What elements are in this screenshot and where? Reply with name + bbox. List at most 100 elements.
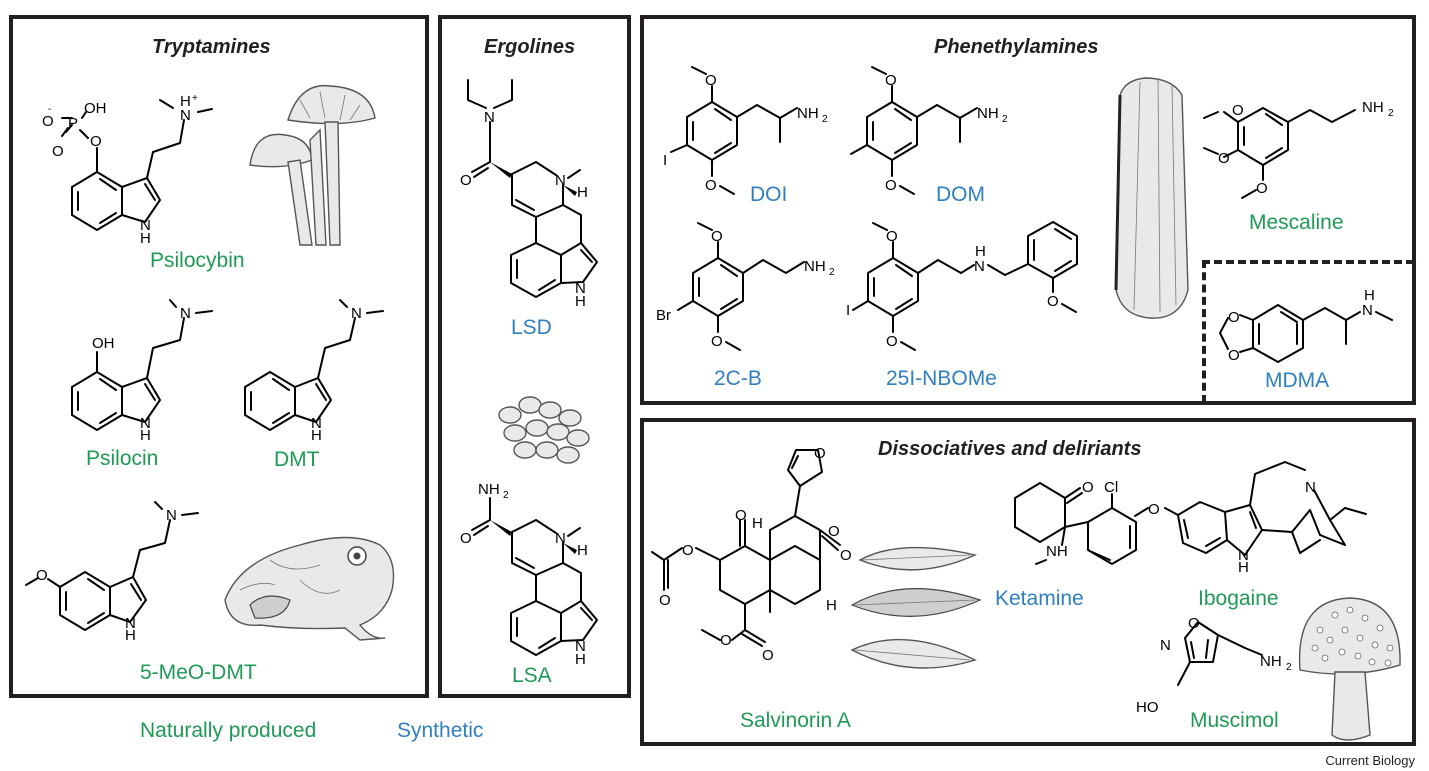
tryptamines-title: Tryptamines <box>152 36 271 58</box>
atom-o: O <box>90 133 102 150</box>
atom-o: O <box>682 542 694 559</box>
svg-text:2: 2 <box>1002 114 1008 125</box>
label-25i-nbome: 25I-NBOMe <box>886 367 997 390</box>
atom-o: O <box>762 647 774 664</box>
atom-br: Br <box>656 307 671 324</box>
label-psilocin: Psilocin <box>86 447 159 470</box>
atom-o: O <box>735 507 747 524</box>
structure-psilocybin: O P O - OH O N H + N H <box>42 93 213 247</box>
seeds-illustration <box>498 396 590 464</box>
atom-o: O <box>840 547 852 564</box>
atom-n: N <box>140 217 151 234</box>
structure-dmt: N N H <box>244 299 384 444</box>
structure-salvinorin-a: O O O O O O O O H H <box>651 445 852 664</box>
atom-o: O <box>1256 180 1268 197</box>
atom-o: O <box>705 177 717 194</box>
atom-o: O <box>1218 150 1230 167</box>
structure-lsd: N O N H N H <box>460 79 598 310</box>
atom-h: H <box>575 293 586 310</box>
atom-n: N <box>351 305 362 322</box>
label-lsa: LSA <box>512 664 552 687</box>
atom-n: N <box>166 507 177 524</box>
atom-n: N <box>974 258 985 275</box>
label-dmt: DMT <box>274 448 320 471</box>
atom-o: O <box>1228 347 1240 364</box>
legend-naturally-produced: Naturally produced <box>140 719 317 742</box>
label-2c-b: 2C-B <box>714 367 762 390</box>
structure-psilocin: OH N N H <box>71 299 213 444</box>
leaves-illustration <box>850 546 982 669</box>
phenethylamines-title: Phenethylamines <box>934 36 1099 58</box>
ergolines-title: Ergolines <box>484 36 576 58</box>
atom-h: H <box>140 230 151 247</box>
toad-illustration <box>224 536 395 641</box>
structure-dom: O O NH 2 <box>850 66 1008 195</box>
atom-n: N <box>140 415 151 432</box>
atom-o: O <box>814 445 826 462</box>
atom-o: O <box>711 228 723 245</box>
structure-ketamine: O Cl NH <box>1014 479 1137 565</box>
atom-h: H <box>826 597 837 614</box>
atom-o: O <box>36 567 48 584</box>
panel-dissociatives <box>640 418 1416 746</box>
atom-o: O <box>711 333 723 350</box>
label-5-meo-dmt: 5-MeO-DMT <box>140 661 257 684</box>
atom-o: O <box>659 592 671 609</box>
dissociatives-title: Dissociatives and deliriants <box>878 438 1142 460</box>
label-doi: DOI <box>750 183 788 206</box>
atom-h: H <box>577 542 588 559</box>
atom-o: O <box>720 632 732 649</box>
label-lsd: LSD <box>511 316 552 339</box>
atom-o: O <box>1188 615 1200 632</box>
label-dom: DOM <box>936 183 985 206</box>
atom-oh: OH <box>92 335 115 352</box>
atom-o: O <box>1082 479 1094 496</box>
atom-oh: OH <box>84 100 107 117</box>
atom-h: H <box>180 93 191 110</box>
label-ketamine: Ketamine <box>995 587 1084 610</box>
atom-nh2: NH <box>478 481 500 498</box>
atom-h: H <box>140 427 151 444</box>
panel-tryptamines <box>9 15 429 698</box>
atom-n: N <box>311 415 322 432</box>
structure-lsa: NH 2 O N H N H <box>460 481 598 668</box>
legend-synthetic: Synthetic <box>397 719 484 742</box>
atom-o: O <box>460 530 472 547</box>
atom-o: O <box>885 72 897 89</box>
structure-2c-b: O O Br NH 2 <box>656 222 835 351</box>
label-psilocybin: Psilocybin <box>150 249 245 272</box>
credit-current-biology: Current Biology <box>1325 753 1415 768</box>
atom-nh2: NH <box>977 105 999 122</box>
atom-o: O <box>885 177 897 194</box>
atom-n: N <box>575 638 586 655</box>
cactus-illustration <box>1114 77 1189 319</box>
structure-mdma: O O N H <box>1219 287 1393 364</box>
atom-h: H <box>125 627 136 644</box>
atom-o: O <box>705 72 717 89</box>
atom-nh2: NH <box>1260 653 1282 670</box>
atom-h: H <box>1364 287 1375 304</box>
svg-text:2: 2 <box>1286 662 1292 673</box>
label-muscimol: Muscimol <box>1190 709 1279 732</box>
atom-nh2: NH <box>797 105 819 122</box>
atom-o: O <box>52 143 64 160</box>
svg-text:2: 2 <box>822 114 828 125</box>
atom-p: P <box>68 115 78 132</box>
structure-ibogaine: O N N H <box>1134 461 1367 576</box>
atom-n: N <box>484 109 495 126</box>
structure-5-meo-dmt: O N N H <box>25 501 199 644</box>
atom-h: H <box>577 184 588 201</box>
atom-n: N <box>1305 479 1316 496</box>
atom-h: H <box>975 243 986 260</box>
structure-muscimol: O N HO NH 2 <box>1136 615 1292 716</box>
panel-ergolines <box>438 15 631 698</box>
mushroom-illustration <box>249 84 376 246</box>
structure-doi: O O I NH 2 <box>663 66 828 195</box>
atom-o: O <box>42 113 54 130</box>
atom-n: N <box>575 280 586 297</box>
label-mdma: MDMA <box>1265 369 1330 392</box>
atom-n: N <box>180 107 191 124</box>
atom-ho: HO <box>1136 699 1159 716</box>
mdma-subpanel <box>1202 260 1414 403</box>
